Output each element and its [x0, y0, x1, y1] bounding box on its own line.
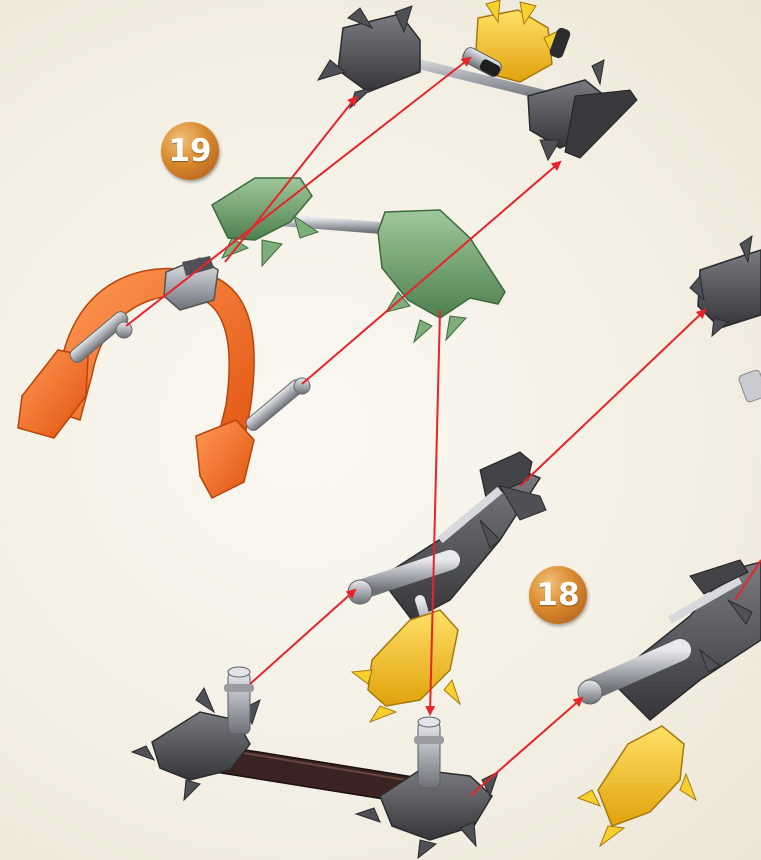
assembly-arrow	[470, 698, 582, 796]
bottom-base-assembly	[132, 667, 498, 858]
green-assembly	[212, 178, 505, 342]
step-number-18: 18	[536, 577, 579, 613]
assembly-arrow	[520, 310, 705, 486]
dark-connector-top-right	[528, 60, 637, 160]
step18-middle-assembly	[348, 452, 546, 722]
partial-connector-right	[690, 236, 761, 403]
green-connector-right	[378, 210, 505, 342]
assembly-arrow	[250, 590, 355, 684]
yellow-connector-right	[578, 726, 696, 846]
green-connector-left	[212, 178, 318, 266]
step-number-19: 19	[168, 133, 211, 169]
step18-right-assembly	[578, 560, 761, 846]
assembly-arrow	[225, 97, 356, 262]
orange-arch	[18, 256, 310, 498]
step-badge: 19	[161, 122, 219, 180]
dark-connector-top-left	[318, 6, 420, 108]
top-assembly	[318, 0, 637, 160]
assembly-arrow	[302, 162, 560, 384]
silver-post-left	[224, 667, 254, 734]
silver-post-right	[414, 717, 444, 788]
yellow-connector-middle	[352, 610, 460, 722]
step-badge: 18	[529, 566, 587, 624]
